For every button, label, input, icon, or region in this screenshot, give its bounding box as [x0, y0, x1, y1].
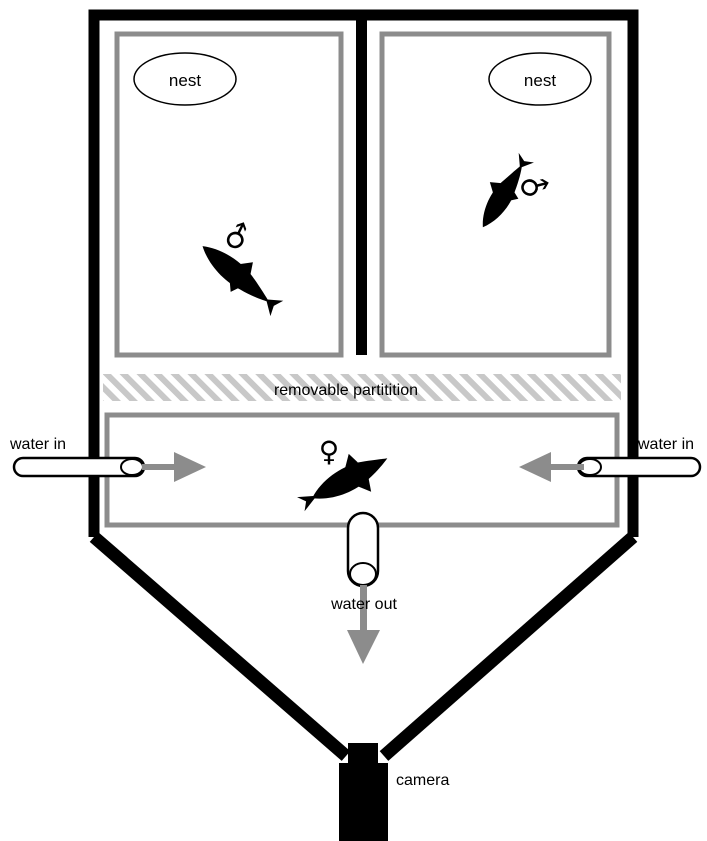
nest-right: nest — [488, 52, 592, 106]
arrow-icon — [347, 585, 380, 664]
removable-partition — [103, 374, 621, 401]
tank-funnel — [89, 532, 638, 761]
female-symbol: ♀ — [319, 435, 340, 468]
pipe-icon — [576, 456, 702, 478]
right-compartment — [379, 31, 612, 358]
nest-left-label: nest — [169, 71, 201, 90]
pipe-icon — [346, 511, 380, 588]
center-divider — [356, 15, 367, 355]
arrow-icon — [519, 452, 584, 482]
nest-right-label: nest — [524, 71, 556, 90]
left-compartment — [114, 31, 344, 358]
pipe-icon — [12, 456, 146, 478]
fish-icon — [482, 152, 534, 228]
partition-label: removable partitition — [274, 382, 418, 399]
camera-label: camera — [396, 772, 449, 789]
fish-icon — [297, 453, 388, 512]
water-out-label: water out — [330, 596, 397, 613]
camera-icon — [339, 743, 388, 841]
male-symbol-left: ♂ — [219, 216, 256, 258]
water-in-right-label: water in — [637, 436, 694, 453]
nest-left: nest — [133, 52, 237, 106]
arrow-icon — [142, 452, 206, 482]
fish-icon — [202, 246, 284, 317]
water-in-left-label: water in — [9, 436, 66, 453]
